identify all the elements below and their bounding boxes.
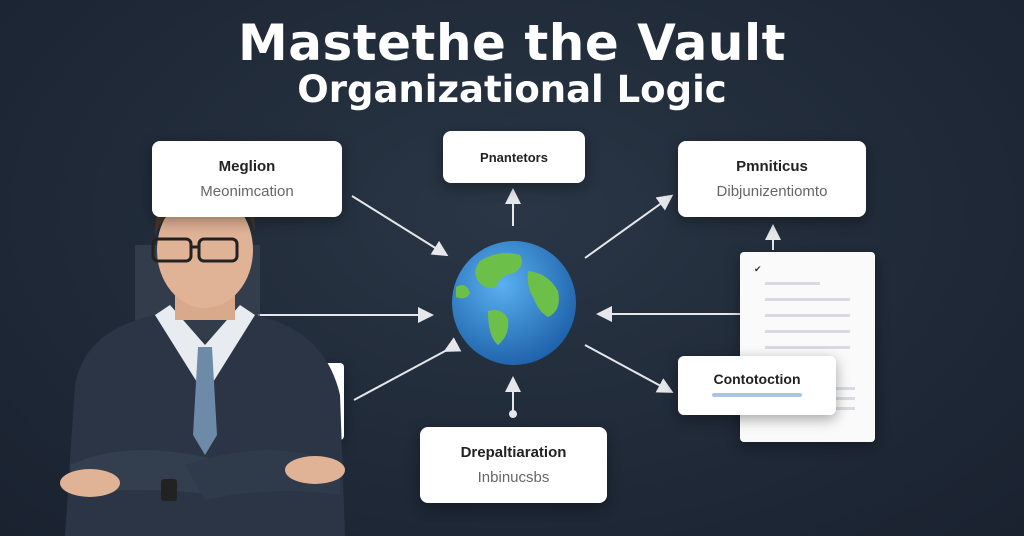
arrow <box>584 194 674 259</box>
node-heading: Pmniticus <box>736 158 808 175</box>
node-top-right: Pmniticus Dibjunizentiomto <box>678 141 866 217</box>
arrow <box>351 195 449 257</box>
node-heading: Contotoction <box>713 370 801 387</box>
check-icon: ✔ <box>754 264 762 274</box>
title-line-2: Organizational Logic <box>297 68 727 111</box>
presenter-person <box>60 175 345 536</box>
node-heading: Meglion <box>218 158 276 175</box>
progress-underline <box>712 392 802 397</box>
arrow <box>353 337 462 401</box>
title-line-1: Mastethe the Vault <box>237 14 787 72</box>
node-top-left: Meglion Meonimcation <box>152 141 342 217</box>
node-subtitle: Dibjunizentiomto <box>716 183 828 200</box>
node-subtitle: Meonimcation <box>200 183 294 200</box>
globe-icon <box>452 241 576 365</box>
node-top-center: Pnantetors <box>443 131 585 183</box>
node-bottom-center: Drepaltiaration Inbinucsbs <box>420 427 607 503</box>
arrow <box>584 344 674 393</box>
node-heading: Pnantetors <box>480 149 548 165</box>
node-subtitle: Inbinucsbs <box>477 469 550 486</box>
node-bottom-right: Contotoction <box>678 356 836 415</box>
node-heading: Drepaltiaration <box>460 444 567 461</box>
